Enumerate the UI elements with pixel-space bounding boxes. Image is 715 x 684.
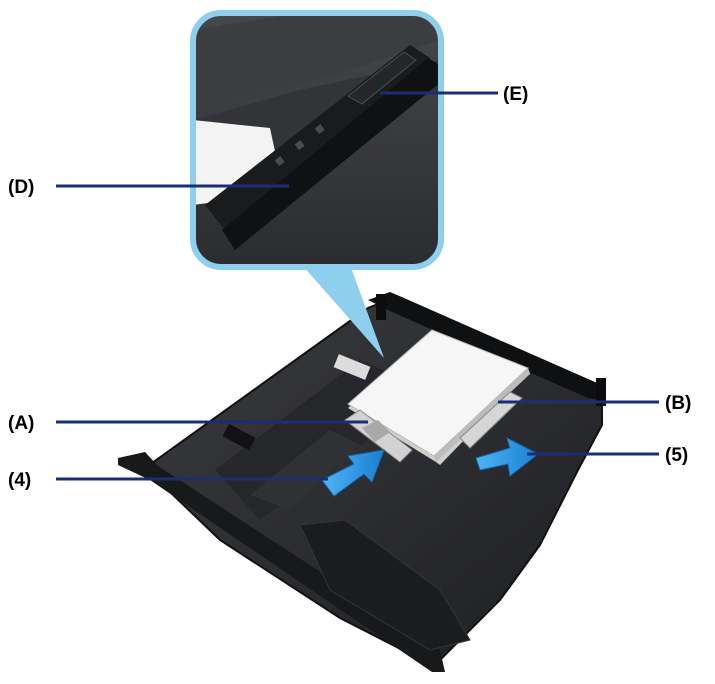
tray-post-left — [376, 294, 386, 320]
label-b: (B) — [665, 393, 691, 414]
label-d: (D) — [8, 177, 34, 198]
label-4: (4) — [8, 470, 31, 491]
zoom-inset — [193, 13, 441, 267]
label-a: (A) — [8, 413, 34, 434]
paper-cassette — [118, 292, 606, 672]
label-e: (E) — [503, 84, 528, 105]
label-5: (5) — [665, 445, 688, 466]
